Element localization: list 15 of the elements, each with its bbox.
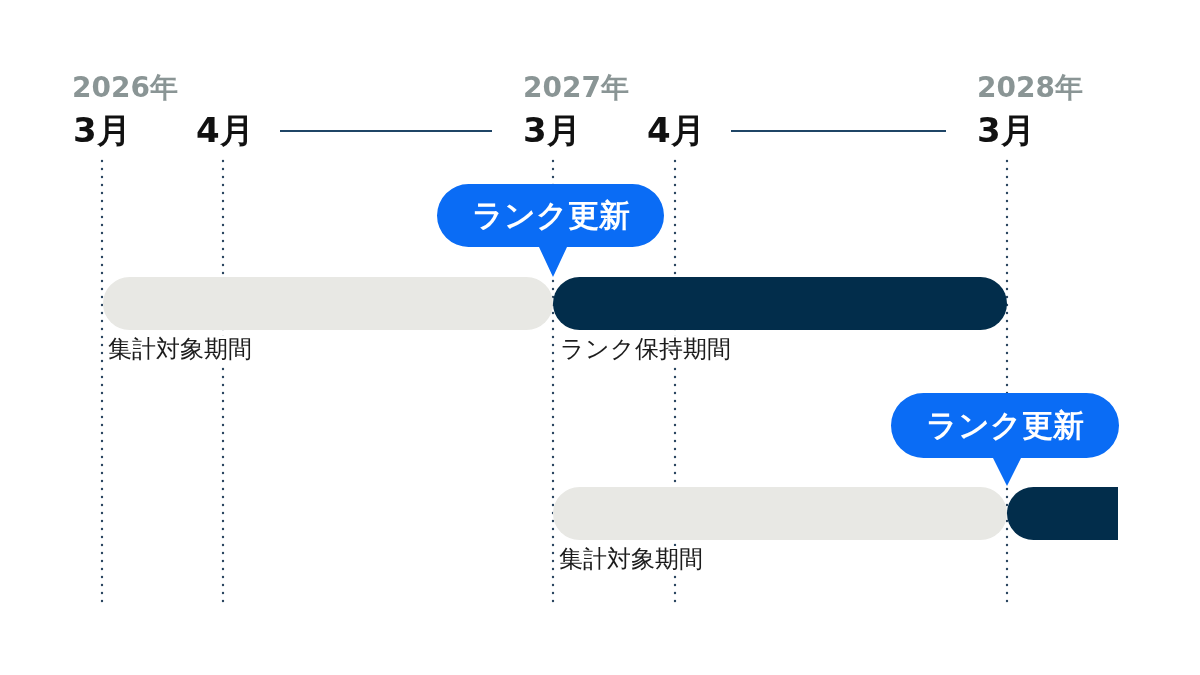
month-label: 4月	[196, 113, 254, 147]
bubble-label: ランク更新	[926, 410, 1084, 441]
month-label: 3月	[977, 113, 1035, 147]
month-label: 3月	[73, 113, 131, 147]
year-label: 2028年	[977, 74, 1083, 102]
period-caption: ランク保持期間	[560, 336, 733, 364]
year-label: 2026年	[72, 74, 178, 102]
speech-bubble	[437, 184, 664, 277]
year-label: 2027年	[523, 74, 629, 102]
speech-bubble	[891, 393, 1119, 486]
bubble-label: ランク更新	[471, 200, 630, 231]
month-label: 4月	[647, 113, 705, 147]
period-caption: 集計対象期間	[559, 546, 705, 574]
period-caption: 集計対象期間	[108, 336, 254, 364]
month-label: 3月	[523, 113, 581, 147]
